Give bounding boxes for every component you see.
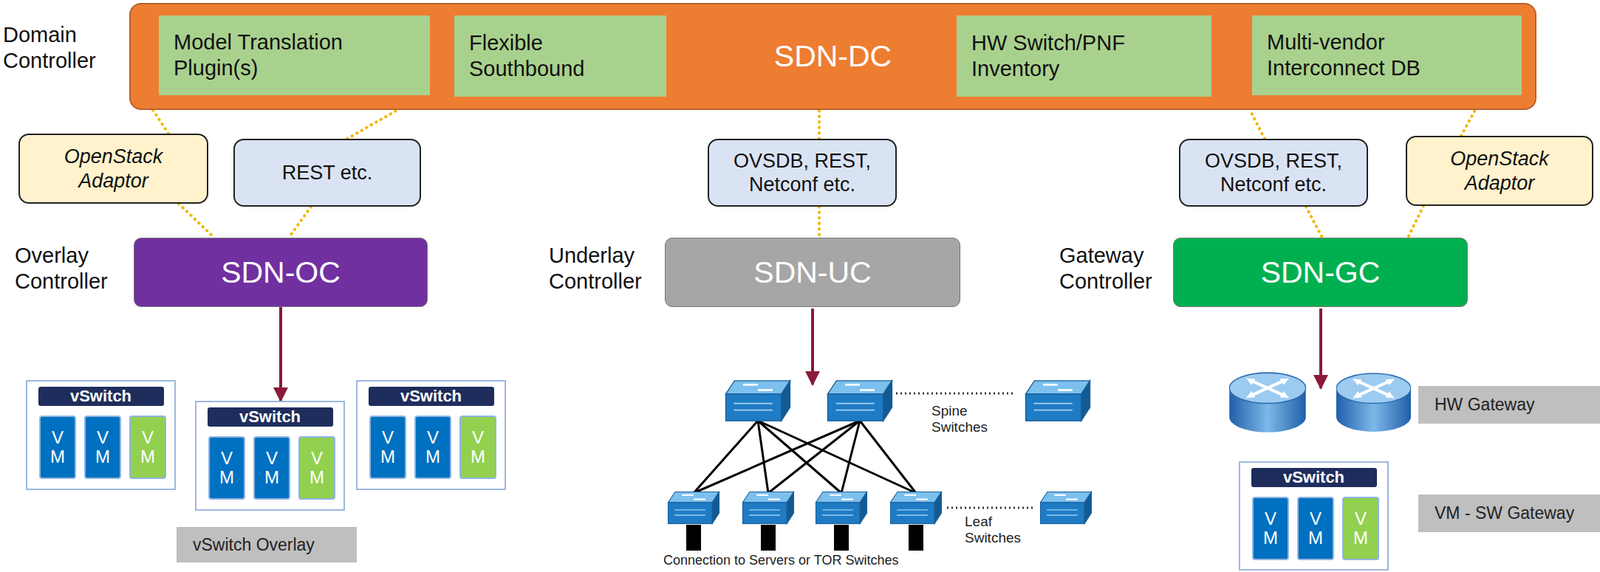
vm-box: V M — [369, 415, 407, 480]
vm-box: V M — [459, 415, 497, 480]
node-title: REST etc. — [282, 161, 374, 185]
function-box: Flexible Southbound — [454, 15, 667, 97]
vm-box: V M — [414, 415, 452, 480]
node-title: vSwitch — [38, 387, 164, 407]
dotted-link — [178, 203, 215, 238]
adaptor-box: OpenStack Adaptor — [18, 133, 209, 204]
node-title: vSwitch — [207, 407, 334, 427]
dotted-link — [1249, 110, 1265, 139]
vm-box: V M — [298, 436, 336, 501]
node-title: OpenStack Adaptor — [1417, 146, 1582, 196]
node-title: VM - SW Gateway — [1434, 503, 1575, 524]
node-title: V M — [216, 449, 238, 489]
fabric-links — [693, 421, 916, 494]
node-title: SDN-OC — [220, 255, 341, 291]
node-title: V M — [422, 428, 444, 468]
node-title: vSwitch — [1251, 468, 1377, 488]
node-title: V M — [47, 428, 69, 468]
dotted-link — [347, 110, 398, 139]
vswitch-box: vSwitch V M V M V M — [25, 380, 176, 491]
dotted-link — [288, 206, 311, 238]
node-title: V M — [467, 428, 490, 468]
node-title: OVSDB, REST, Netconf etc. — [719, 149, 885, 198]
vm-box: V M — [84, 415, 122, 480]
protocol-box: REST etc. — [233, 138, 422, 207]
vswitch-box: vSwitch V M V M V M — [356, 380, 507, 491]
diagram-label: Leaf Switches — [964, 514, 1032, 547]
dotted-link — [1461, 110, 1476, 136]
server-links — [686, 525, 924, 552]
vm-box: V M — [129, 415, 167, 480]
caption-box: HW Gateway — [1418, 386, 1600, 425]
node-title: Multi-vendor Interconnect DB — [1266, 29, 1507, 82]
node-heading: Underlay Controller — [548, 243, 664, 295]
caption-box: VM - SW Gateway — [1418, 494, 1600, 533]
vm-box: V M — [208, 436, 246, 501]
node-title: HW Switch/PNF Inventory — [971, 30, 1197, 82]
function-box: Multi-vendor Interconnect DB — [1252, 15, 1522, 96]
node-title: V M — [1305, 509, 1327, 549]
adaptor-box: OpenStack Adaptor — [1405, 135, 1594, 207]
controller-band: Domain ControllerSDN-DCModel Translation… — [129, 2, 1537, 111]
vm-box: V M — [39, 415, 77, 480]
node-title: V M — [261, 449, 283, 489]
node-title: V M — [306, 449, 328, 489]
node-title: vSwitch — [368, 387, 495, 407]
controller-box: Overlay ControllerSDN-OC — [133, 237, 428, 308]
node-title: SDN-UC — [753, 255, 871, 291]
vm-box: V M — [1297, 497, 1335, 561]
node-title: SDN-GC — [1260, 255, 1381, 291]
node-heading: Gateway Controller — [1059, 243, 1172, 295]
node-title: V M — [92, 428, 114, 468]
protocol-box: OVSDB, REST, Netconf etc. — [707, 138, 897, 207]
dotted-link — [817, 110, 821, 139]
vm-box: V M — [1252, 497, 1290, 561]
node-heading: Overlay Controller — [14, 243, 130, 295]
function-box: HW Switch/PNF Inventory — [956, 15, 1212, 97]
protocol-box: OVSDB, REST, Netconf etc. — [1178, 138, 1369, 207]
leaf-switches — [668, 491, 1092, 524]
function-box: Model Translation Plugin(s) — [158, 15, 430, 96]
diagram-label: Connection to Servers or TOR Switches — [663, 553, 974, 569]
node-heading: Domain Controller — [2, 22, 125, 74]
vswitch-box: vSwitch V M V M V M — [1238, 461, 1389, 572]
node-title: V M — [377, 428, 399, 468]
control-arrows — [812, 308, 1321, 389]
vm-box: V M — [253, 436, 291, 501]
controller-box: Underlay ControllerSDN-UC — [664, 237, 961, 308]
node-title: V M — [137, 428, 159, 468]
ellipsis-lines — [896, 393, 1036, 509]
dotted-link — [1306, 206, 1323, 238]
controller-box: Gateway ControllerSDN-GC — [1173, 237, 1468, 308]
node-title: V M — [1260, 509, 1282, 549]
vswitch-box: vSwitch V M V M V M — [195, 401, 345, 512]
node-title: OpenStack Adaptor — [30, 144, 197, 193]
dotted-link — [817, 206, 821, 238]
node-title: Flexible Southbound — [469, 30, 652, 82]
node-title: vSwitch Overlay — [192, 535, 315, 556]
control-arrow — [279, 307, 283, 402]
dotted-link — [1407, 206, 1424, 238]
node-title: OVSDB, REST, Netconf etc. — [1190, 149, 1357, 198]
caption-box: vSwitch Overlay — [176, 527, 357, 563]
node-title: SDN-DC — [774, 39, 892, 74]
diagram-label: Spine Switches — [931, 403, 998, 436]
vm-box: V M — [1342, 497, 1380, 561]
node-title: HW Gateway — [1434, 395, 1535, 416]
dotted-link — [152, 110, 169, 134]
node-title: Model Translation Plugin(s) — [173, 29, 416, 82]
node-title: V M — [1350, 509, 1372, 549]
spine-switches — [726, 381, 1091, 422]
